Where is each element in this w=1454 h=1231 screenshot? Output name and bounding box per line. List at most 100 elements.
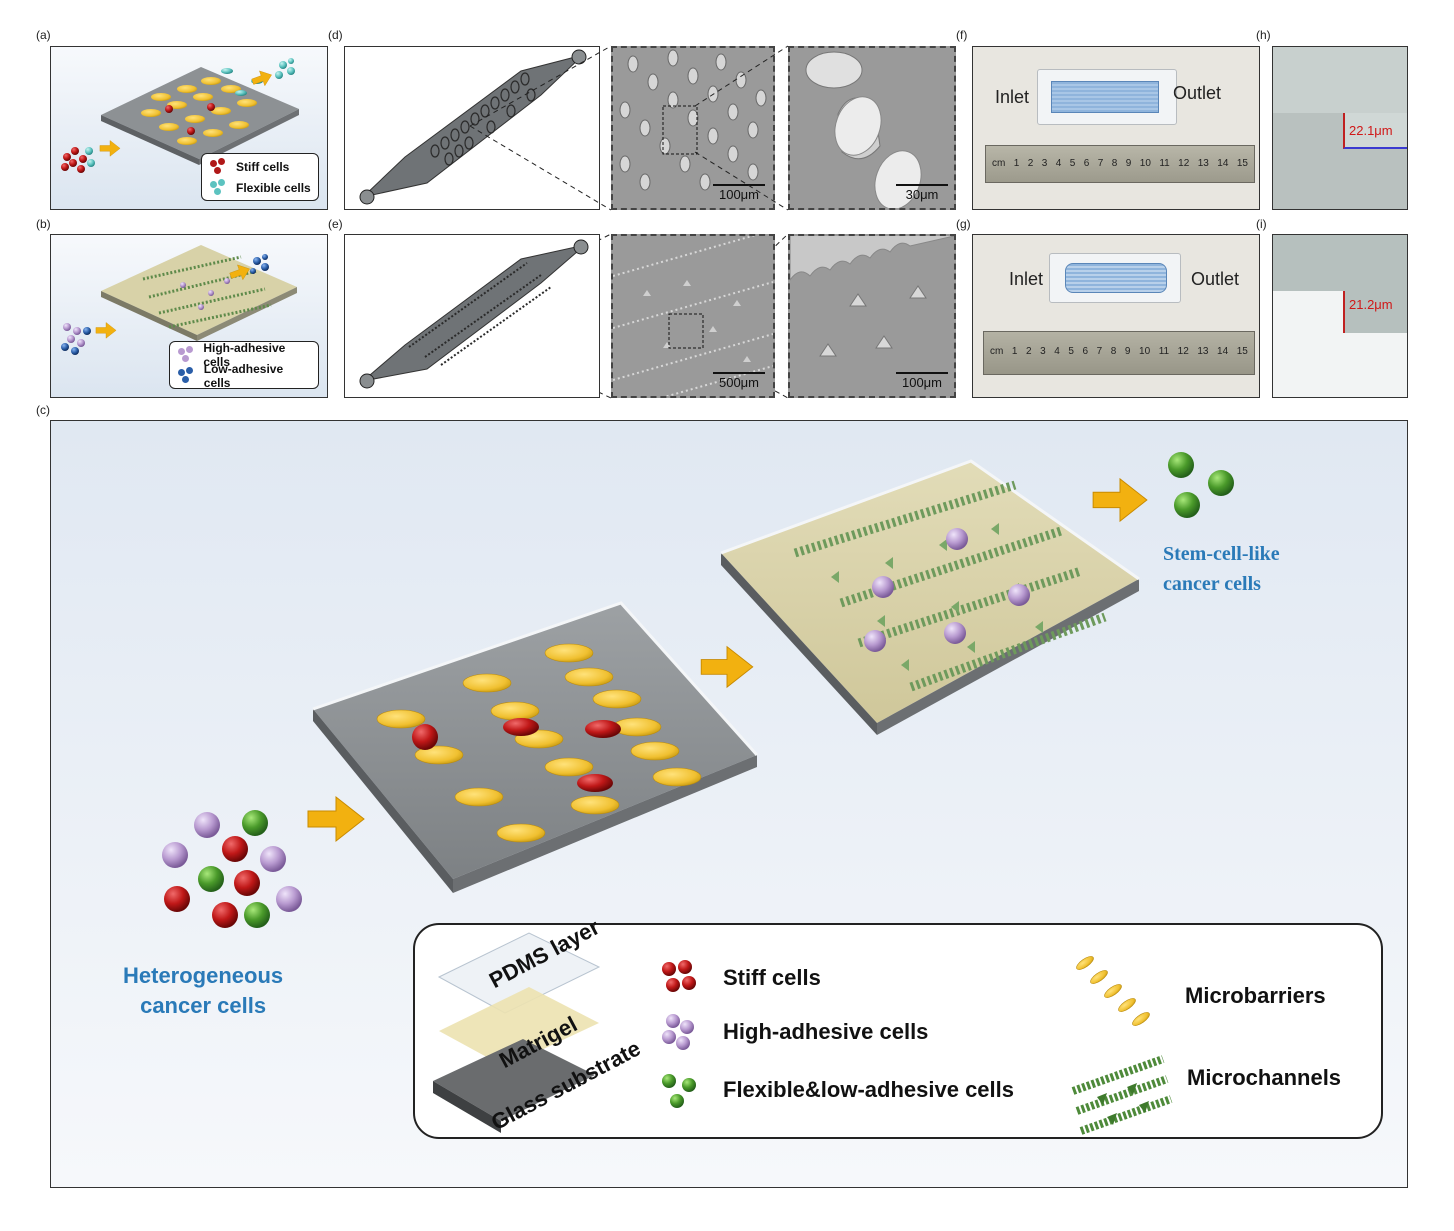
outlet-label: Outlet <box>1191 269 1240 289</box>
heterogeneous-cells-cluster <box>162 810 302 928</box>
flexible-cell-icon <box>208 178 230 197</box>
ruler-tick: 1 <box>1013 158 1020 169</box>
scale-bar-label: 100μm <box>901 375 942 390</box>
panel-e-sem-zoom: 100μm <box>788 234 956 398</box>
panel-h-profile-image: 22.1μm <box>1272 46 1408 210</box>
height-measurement: 21.2μm <box>1349 297 1393 312</box>
panel-c-main-diagram: Heterogeneous cancer cells Stem-cell-lik… <box>50 420 1408 1188</box>
scale-bar: 500μm <box>713 372 765 390</box>
ruler-tick: 10 <box>1139 346 1151 357</box>
panel-label-d: (d) <box>328 28 343 42</box>
ruler-tick: 6 <box>1082 346 1089 357</box>
output-cells-label: Stem-cell-like cancer cells <box>1163 539 1280 599</box>
legend-label-flexible-low-adhesive: Flexible&low-adhesive cells <box>723 1077 1015 1102</box>
output-label-line: Stem-cell-like <box>1163 543 1280 565</box>
ruler-tick: 13 <box>1197 346 1209 357</box>
height-measurement: 22.1μm <box>1349 123 1393 138</box>
ruler-tick: 12 <box>1177 346 1189 357</box>
ruler-tick: 15 <box>1236 346 1248 357</box>
panel-e-chip-layout <box>344 234 600 398</box>
input-label-line: cancer cells <box>140 993 267 1018</box>
stem-cells-output <box>1168 452 1234 518</box>
panel-c-illustration <box>162 452 1234 928</box>
high-adhesive-cell-icon <box>176 345 197 364</box>
low-adhesive-cell-icon <box>176 366 198 385</box>
ruler-tick: 1 <box>1011 346 1018 357</box>
scale-bar: 100μm <box>713 184 765 202</box>
panel-b-chip-illustration <box>61 245 297 355</box>
ruler-tick: 4 <box>1054 346 1060 357</box>
panel-label-h: (h) <box>1256 28 1271 42</box>
panel-label-g: (g) <box>956 217 971 231</box>
ruler-tick: 9 <box>1124 346 1131 357</box>
microchannels-icon <box>1071 1055 1173 1135</box>
ruler-tick: 3 <box>1040 346 1046 357</box>
legend-label-microbarriers: Microbarriers <box>1185 983 1326 1008</box>
scale-bar-label: 500μm <box>718 375 759 390</box>
ruler-tick: 4 <box>1055 158 1062 169</box>
microchannel-chip <box>720 459 1140 735</box>
ruler-tick: 8 <box>1111 158 1118 169</box>
upper-layer <box>1273 47 1407 113</box>
panel-e-chip-outline <box>359 239 589 389</box>
ruler-tick: 13 <box>1197 158 1209 169</box>
ruler-tick: 11 <box>1158 346 1170 357</box>
ruler-tick: 11 <box>1159 158 1170 169</box>
legend-item-low-adhesive: Low-adhesive cells <box>176 362 312 390</box>
legend-label: Stiff cells <box>236 159 290 174</box>
legend-label-microchannels: Microchannels <box>1187 1065 1342 1090</box>
stiff-cells-icon <box>662 960 696 992</box>
ruler-tick: 7 <box>1097 158 1104 169</box>
ruler-tick: 5 <box>1068 346 1074 357</box>
step-edge <box>1343 291 1407 333</box>
panel-label-a: (a) <box>36 28 51 42</box>
high-adhesive-cells-icon <box>662 1014 694 1050</box>
panel-d-sem-zoom: 30μm <box>788 46 956 210</box>
ruler-tick: 2 <box>1026 346 1032 357</box>
scale-bar-label: 100μm <box>718 187 759 202</box>
panel-d-sem-overview: 100μm <box>611 46 775 210</box>
ruler-tick: 7 <box>1096 346 1103 357</box>
panel-b-schematic: High-adhesive cells Low-adhesive cells <box>50 234 328 398</box>
ruler-tick: 8 <box>1110 346 1117 357</box>
legend-label: Low-adhesive cells <box>203 361 284 390</box>
ruler-tick: 10 <box>1139 158 1151 169</box>
flexible-low-adhesive-cells-icon <box>662 1074 696 1108</box>
panel-c-legend: PDMS layer Matrigel Glass substrate Stif… <box>413 914 1383 1139</box>
legend-item-high-adhesive: High-adhesive cells <box>176 341 312 369</box>
ruler-tick: 3 <box>1041 158 1048 169</box>
panel-a-schematic: Stiff cells Flexible cells <box>50 46 328 210</box>
microbarrier-chip <box>312 601 759 893</box>
microbarriers-icon <box>1076 956 1150 1026</box>
inlet-label: Inlet <box>995 87 1030 107</box>
panel-a-chip-illustration <box>61 58 299 173</box>
panel-label-f: (f) <box>956 28 968 42</box>
legend-item-stiff: Stiff cells <box>208 156 312 177</box>
legend-label: High-adhesive cells <box>203 340 286 369</box>
panel-d-chip-outline <box>359 49 587 205</box>
panel-label-c: (c) <box>36 403 50 417</box>
panel-b-legend: High-adhesive cells Low-adhesive cells <box>169 341 319 390</box>
ruler-tick: 14 <box>1217 158 1229 169</box>
panel-i-profile-image: 21.2μm <box>1272 234 1408 398</box>
ruler-tick: 12 <box>1178 158 1190 169</box>
scale-bar-label: 30μm <box>905 187 939 202</box>
legend-item-flexible: Flexible cells <box>208 177 312 198</box>
input-cells-label: Heterogeneous cancer cells <box>123 961 283 1021</box>
input-label-line: Heterogeneous <box>123 963 284 988</box>
legend-label: Flexible cells <box>236 180 311 195</box>
panel-label-b: (b) <box>36 217 51 231</box>
chip-channel <box>1065 263 1167 293</box>
stiff-cell-icon <box>208 157 230 176</box>
ruler-tick: 15 <box>1236 158 1248 169</box>
ruler-tick: 9 <box>1125 158 1132 169</box>
inlet-label: Inlet <box>1009 269 1044 289</box>
panel-label-e: (e) <box>328 217 343 231</box>
panel-e-sem-overview: 500μm <box>611 234 775 398</box>
output-label-line: cancer cells <box>1163 573 1261 595</box>
